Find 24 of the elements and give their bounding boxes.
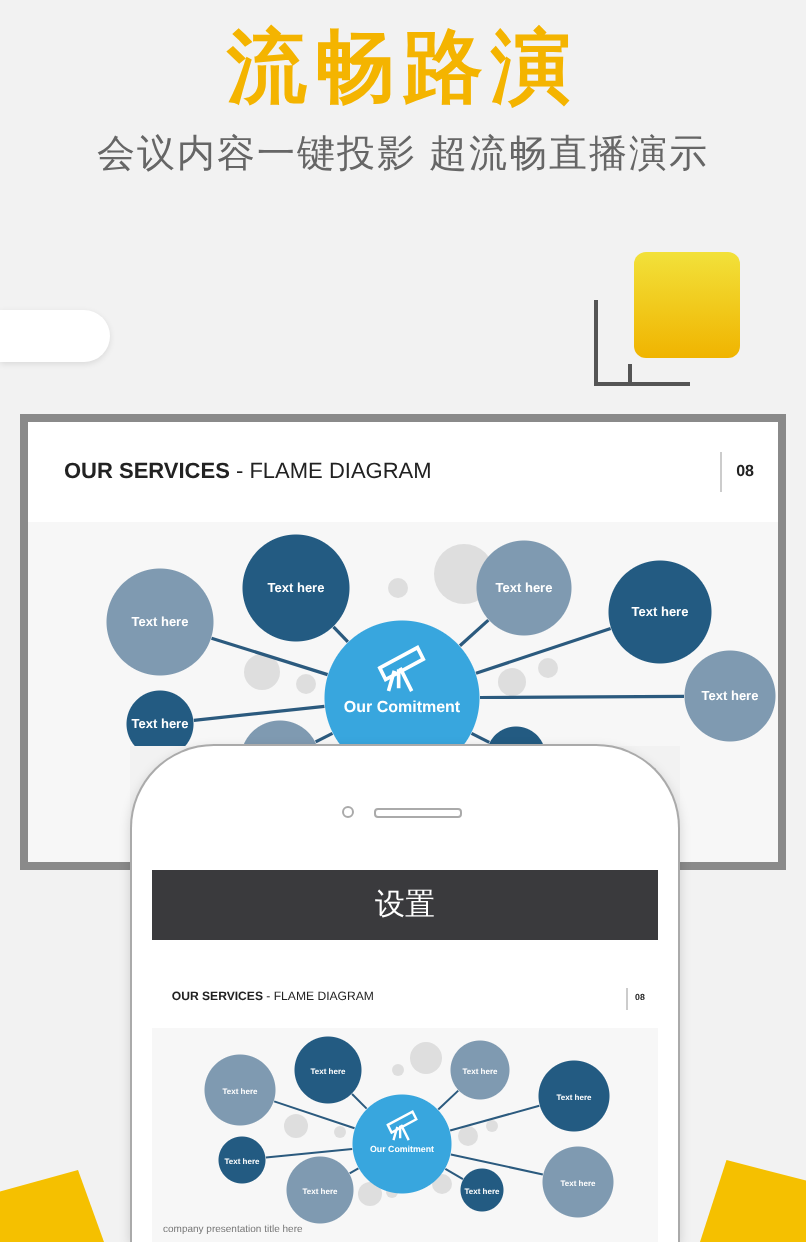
connector-line: [351, 1093, 368, 1110]
connector-line: [475, 626, 612, 675]
slide-panel: [152, 968, 658, 1242]
connector-line: [348, 1167, 360, 1175]
page-title: 流畅路演: [224, 22, 581, 116]
hub-label: Our Comitment: [341, 700, 463, 718]
slide-panel: [20, 414, 786, 746]
connector-line: [264, 1148, 354, 1159]
connector-line: [273, 1100, 356, 1130]
subtitle: 会议内容一键投影 超流畅直播演示: [94, 132, 712, 180]
slide-heading: OUR SERVICES - FLAME DIAGRAM: [64, 460, 432, 484]
connector-line: [480, 694, 684, 700]
header-bar: 设置: [152, 870, 658, 940]
connector-line: [193, 704, 325, 722]
connector-line: [314, 731, 334, 744]
connector-line: [449, 1153, 544, 1176]
connector-line: [458, 618, 490, 647]
connector-line: [437, 1089, 460, 1111]
connector-line: [470, 731, 490, 744]
connector-line: [444, 1167, 464, 1181]
connector-line: [449, 1104, 541, 1132]
connector-line: [332, 625, 350, 643]
page-number: 08: [736, 462, 754, 480]
connector-line: [211, 636, 329, 677]
